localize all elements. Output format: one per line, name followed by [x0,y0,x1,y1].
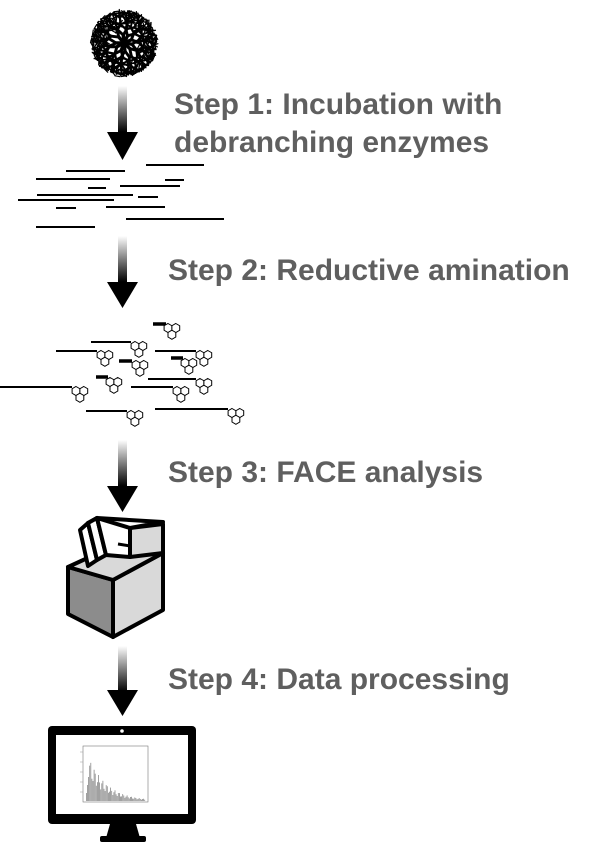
step-3-label: Step 3: FACE analysis [168,456,484,489]
computer-monitor-icon [48,726,196,842]
step-4-label: Step 4: Data processing [168,663,510,696]
glycogen-particle-icon [89,8,159,78]
arrow-down-icon [107,440,138,512]
chromatogram-plot [80,745,149,803]
arrow-down-icon [107,646,138,716]
arrow-down-icon [107,86,138,160]
step-2-label: Step 2: Reductive amination [168,254,570,287]
linear-chains-icon [18,164,224,228]
step-1-label-line-1: Step 1: Incubation with [174,88,503,121]
face-instrument-icon [66,516,165,639]
step-1-label: Step 1: Incubation with debranching enzy… [174,86,502,162]
arrow-down-icon [107,236,138,308]
step-1-label-line-2: debranching enzymes [174,126,490,159]
labeled-chains-icon [0,322,245,427]
